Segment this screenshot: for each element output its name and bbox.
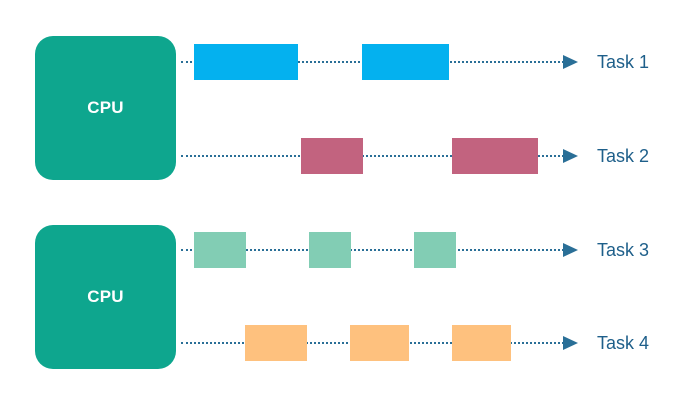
task-label-4: Task 4 bbox=[597, 333, 650, 353]
task-3-segment bbox=[194, 232, 246, 268]
task-3-segment bbox=[414, 232, 456, 268]
task-label-2: Task 2 bbox=[597, 146, 650, 166]
task-4-segment bbox=[350, 325, 409, 361]
arrow-right-icon bbox=[563, 336, 578, 350]
cpu-box-2: CPU bbox=[35, 225, 176, 369]
arrow-right-icon bbox=[563, 55, 578, 69]
cpu-box-1: CPU bbox=[35, 36, 176, 180]
timeline-dotted-line bbox=[181, 155, 564, 157]
task-label-3: Task 3 bbox=[597, 240, 650, 260]
cpu-label-1: CPU bbox=[87, 98, 124, 117]
cpu-label-2: CPU bbox=[87, 287, 124, 306]
task-1-segment bbox=[362, 44, 449, 80]
task-3-segment bbox=[309, 232, 351, 268]
task-4-segment bbox=[452, 325, 511, 361]
arrow-right-icon bbox=[563, 243, 578, 257]
task-4-segment bbox=[245, 325, 307, 361]
task-lane-4: Task 4 bbox=[0, 323, 700, 363]
task-lane-2: Task 2 bbox=[0, 136, 700, 176]
arrow-right-icon bbox=[563, 149, 578, 163]
task-label-1: Task 1 bbox=[597, 52, 650, 72]
task-lane-1: Task 1 bbox=[0, 42, 700, 82]
task-2-segment bbox=[301, 138, 363, 174]
timeline-dotted-line bbox=[181, 249, 564, 251]
task-lane-3: Task 3 bbox=[0, 230, 700, 270]
task-1-segment bbox=[194, 44, 298, 80]
task-2-segment bbox=[452, 138, 538, 174]
